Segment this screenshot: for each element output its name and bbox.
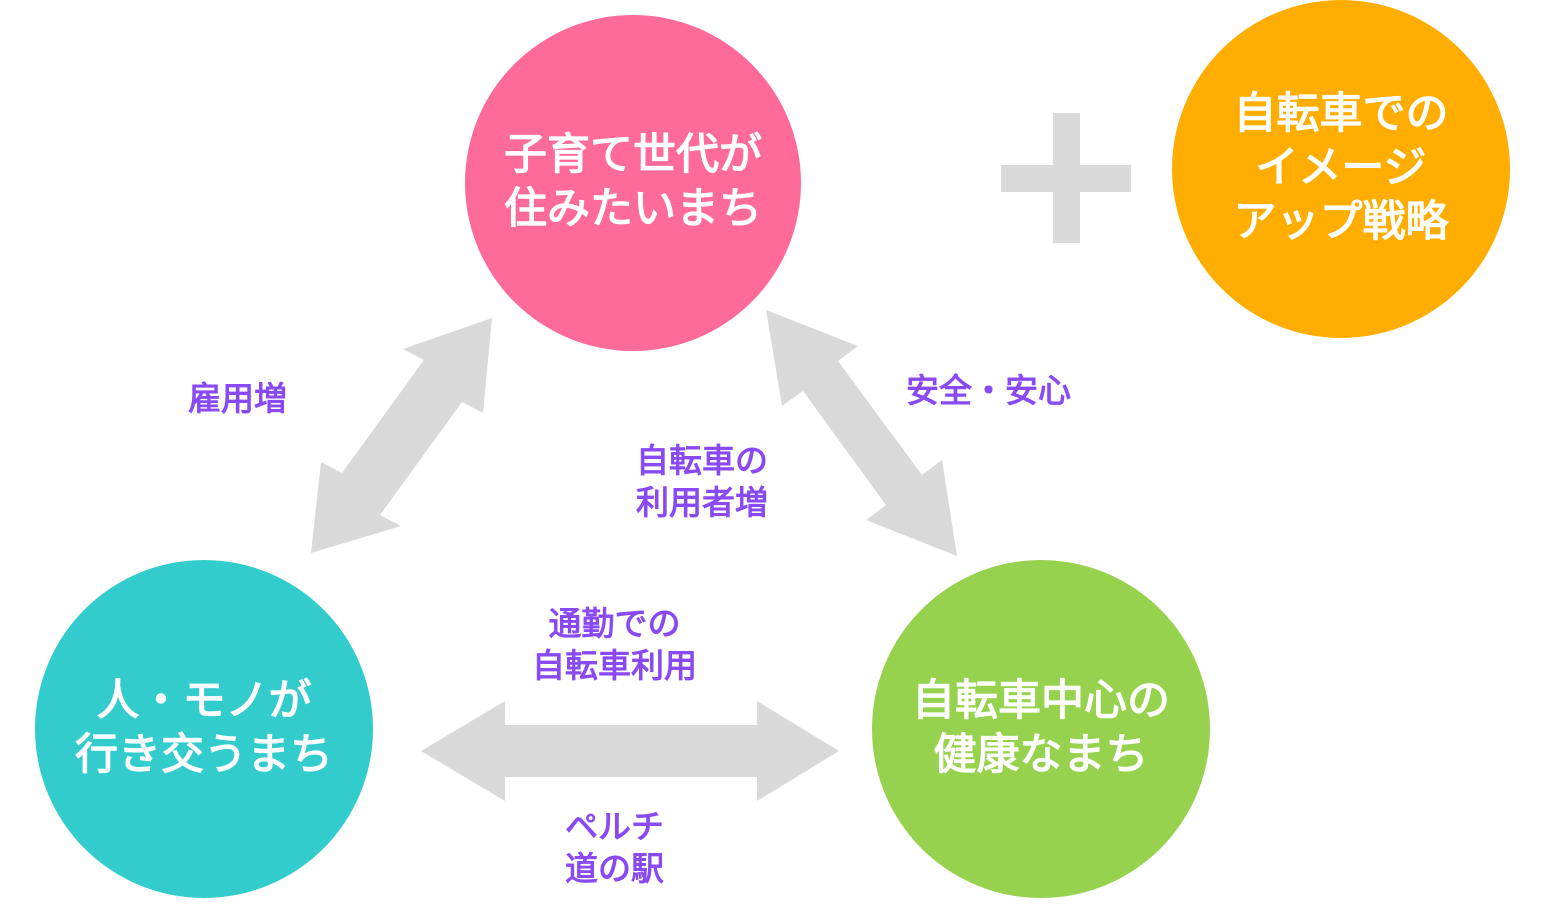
label-safety: 安全・安心 (906, 370, 1071, 412)
double-arrow-icon-bottom (421, 701, 839, 801)
label-commute: 通勤での 自転車利用 (532, 603, 697, 687)
circle-healthy-town-line1: 自転車中心の (912, 676, 1170, 727)
circle-image-strategy-line1: 自転車での (1233, 89, 1449, 140)
circle-healthy-town: 自転車中心の 健康なまち (872, 560, 1210, 898)
circle-image-strategy-line2: イメージ (1255, 143, 1427, 194)
circle-healthy-town-line2: 健康なまち (933, 730, 1149, 780)
label-commute-line1: 通勤での (548, 604, 681, 643)
label-commute-line2: 自転車利用 (532, 645, 697, 685)
double-arrow-icon-top-left (311, 318, 492, 553)
circle-child-rearing-line1: 子育て世代が (504, 130, 762, 181)
label-employment: 雇用増 (188, 378, 287, 420)
circle-child-rearing: 子育て世代が 住みたいまち (465, 15, 801, 351)
circle-people-goods-line2: 行き交うまち (75, 730, 333, 780)
plus-icon (1001, 113, 1131, 243)
label-bike-users: 自転車の 利用者増 (636, 440, 768, 524)
circle-people-goods: 人・モノが 行き交うまち (35, 560, 373, 898)
double-arrow-icon-top-right (766, 310, 957, 556)
circle-people-goods-line1: 人・モノが (96, 676, 312, 727)
label-bike-users-line1: 自転車の (636, 441, 768, 480)
label-peruchi: ペルチ 道の駅 (565, 806, 664, 890)
label-peruchi-line2: 道の駅 (565, 848, 664, 888)
circle-image-strategy: 自転車での イメージ アップ戦略 (1172, 0, 1510, 338)
label-peruchi-line1: ペルチ (565, 807, 664, 846)
circle-image-strategy-line3: アップ戦略 (1233, 196, 1449, 247)
label-employment-text: 雇用増 (188, 379, 287, 418)
label-safety-text: 安全・安心 (906, 371, 1071, 410)
label-bike-users-line2: 利用者増 (636, 482, 768, 522)
circle-child-rearing-line2: 住みたいまち (504, 184, 762, 234)
